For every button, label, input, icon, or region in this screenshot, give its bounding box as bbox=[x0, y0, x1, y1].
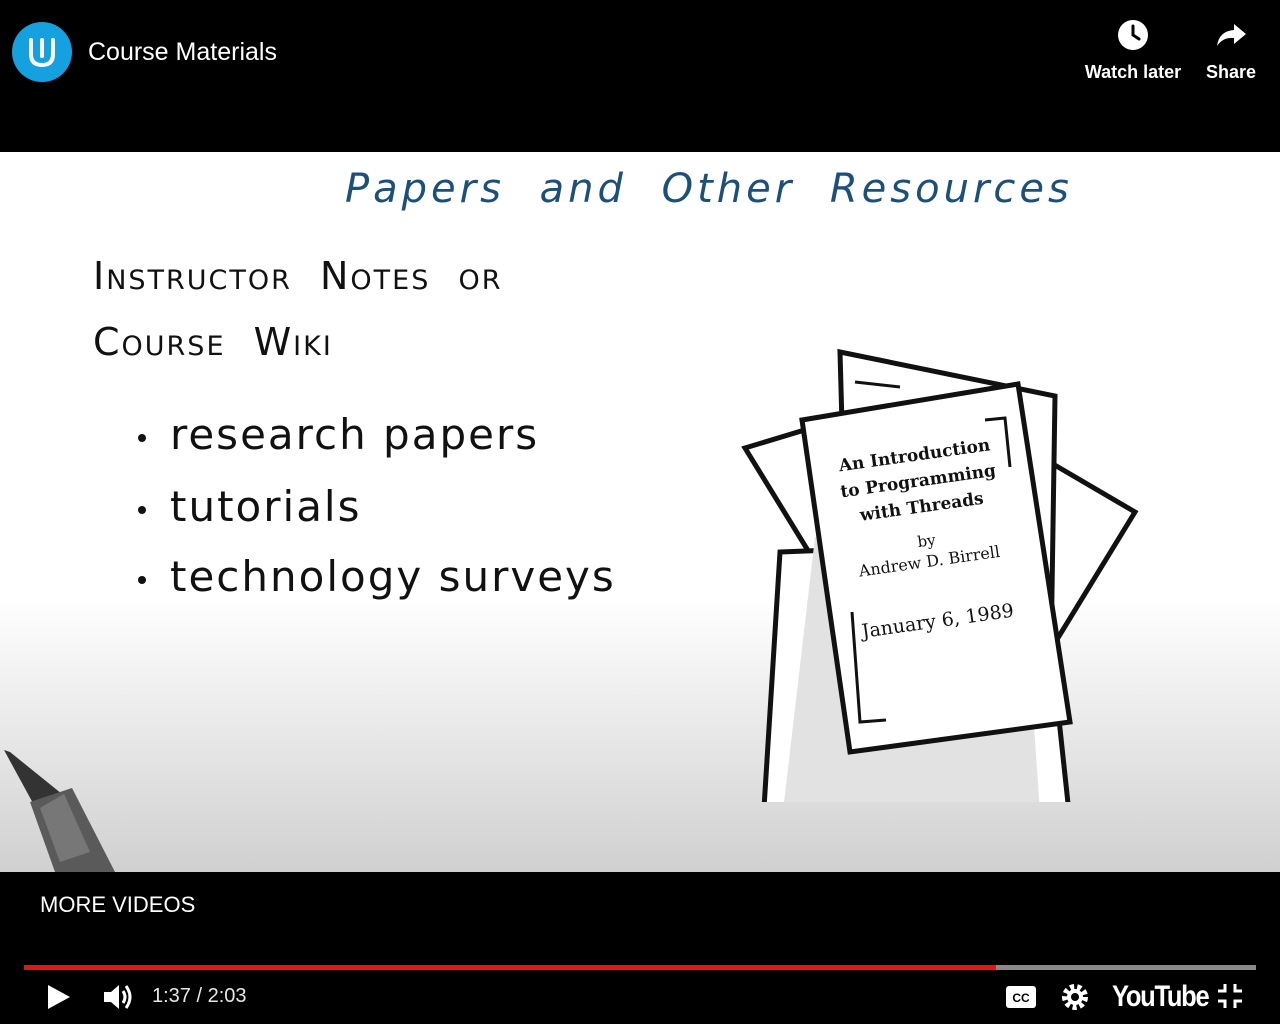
bullet-dot bbox=[138, 505, 146, 514]
captions-button[interactable]: CC bbox=[1005, 984, 1037, 1015]
watch-later-button[interactable]: Watch later bbox=[1080, 18, 1186, 83]
gear-icon bbox=[1062, 984, 1088, 1010]
volume-button[interactable] bbox=[102, 982, 136, 1017]
paper-cover: An Introduction to Programming with Thre… bbox=[814, 429, 1039, 646]
share-arrow-icon bbox=[1217, 24, 1246, 46]
more-videos-button[interactable]: MORE VIDEOS bbox=[40, 892, 196, 917]
play-icon bbox=[48, 985, 70, 1009]
captions-icon: CC bbox=[1006, 986, 1036, 1008]
watch-later-label: Watch later bbox=[1084, 62, 1182, 82]
notes-line-1: Instructor Notes or bbox=[93, 254, 503, 298]
progress-played bbox=[24, 965, 997, 970]
video-title[interactable]: Course Materials bbox=[88, 38, 277, 66]
player-controls: MORE VIDEOS 1:37 / 2:03 CC YouTube bbox=[0, 872, 1280, 1024]
progress-bar[interactable] bbox=[24, 965, 1256, 970]
share-button[interactable]: Share bbox=[1200, 18, 1262, 83]
clock-icon bbox=[1118, 20, 1148, 50]
video-frame[interactable]: Papers and Other Resources Instructor No… bbox=[0, 152, 1280, 872]
volume-icon bbox=[104, 985, 132, 1009]
youtube-logo[interactable]: YouTube bbox=[1112, 980, 1210, 1013]
exit-fullscreen-button[interactable] bbox=[1216, 982, 1244, 1015]
pen-icon bbox=[4, 750, 115, 872]
bullet-text: technology surveys bbox=[170, 552, 616, 601]
bullet-dot bbox=[138, 575, 146, 584]
settings-button[interactable] bbox=[1060, 982, 1090, 1017]
video-header: Course Materials Watch later Share bbox=[0, 0, 1280, 152]
svg-text:CC: CC bbox=[1012, 991, 1030, 1005]
time-display: 1:37 / 2:03 bbox=[152, 985, 247, 1007]
share-label: Share bbox=[1205, 62, 1257, 82]
bullet-item: tutorials bbox=[138, 482, 361, 531]
bullet-item: research papers bbox=[138, 410, 539, 459]
exit-fullscreen-icon bbox=[1218, 984, 1242, 1008]
udacity-logo-icon[interactable] bbox=[12, 22, 72, 82]
bullet-text: tutorials bbox=[170, 482, 362, 531]
slide-title: Papers and Other Resources bbox=[345, 166, 1073, 212]
bullet-text: research papers bbox=[170, 410, 540, 459]
bullet-dot bbox=[138, 433, 146, 442]
play-button[interactable] bbox=[44, 982, 72, 1017]
bullet-item: technology surveys bbox=[138, 552, 616, 601]
notes-line-2: Course Wiki bbox=[93, 320, 333, 364]
paper-stack-illustration bbox=[741, 348, 1139, 802]
